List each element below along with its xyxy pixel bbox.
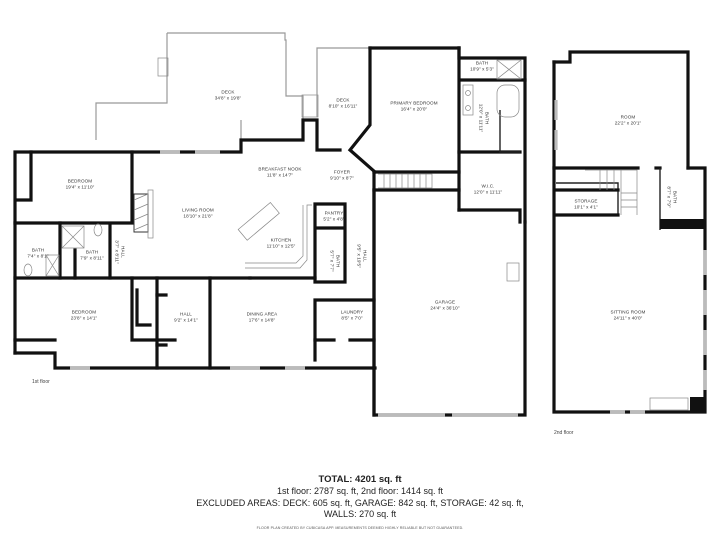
kitchen-island xyxy=(237,202,280,241)
deck-stairs-2 xyxy=(301,94,319,118)
disclaimer: FLOOR PLAN CREATED BY CUBICASA APP. MEAS… xyxy=(256,525,464,530)
floor-label-first: 1st floor xyxy=(32,379,50,385)
vanity xyxy=(462,84,474,116)
first-floor-plan xyxy=(13,32,527,417)
shower xyxy=(45,254,60,277)
deck-outline xyxy=(95,32,304,140)
room-walk-in-closet: W.I.C.12'0" x 11'11" xyxy=(473,183,503,194)
floor-label-second: 2nd floor xyxy=(554,430,574,436)
walls-area: WALLS: 270 sq. ft xyxy=(323,509,397,519)
floor-areas: 1st floor: 2787 sq. ft, 2nd floor: 1414 … xyxy=(276,486,444,496)
bathtub xyxy=(496,84,520,118)
deck-stairs xyxy=(157,57,169,77)
shower xyxy=(496,59,522,80)
shower xyxy=(61,225,85,249)
small-deck-outline xyxy=(316,47,370,117)
second-floor-plan xyxy=(552,50,707,414)
area-summary: TOTAL: 4201 sq. ft 1st floor: 2787 sq. f… xyxy=(0,474,720,530)
excluded-areas: EXCLUDED AREAS: DECK: 605 sq. ft, GARAGE… xyxy=(196,497,524,508)
total-area: TOTAL: 4201 sq. ft xyxy=(318,474,402,485)
